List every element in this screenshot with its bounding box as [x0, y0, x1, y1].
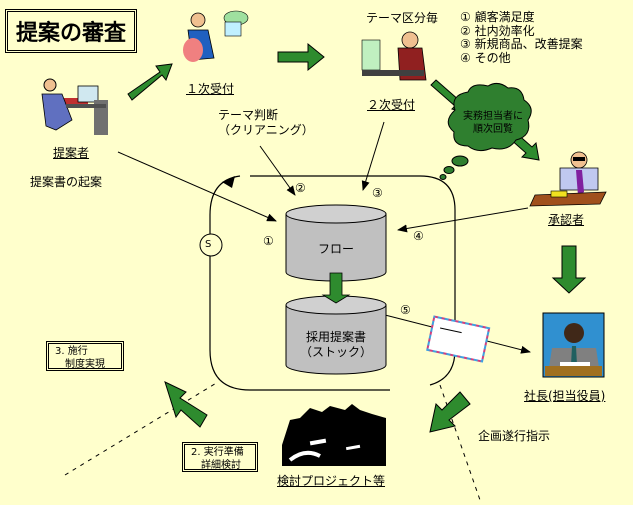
arrow-president-to-project — [429, 391, 471, 433]
theme-category-item: ③ 新規商品、改善提案 — [460, 37, 583, 51]
proposer-to-flow-line — [117, 151, 277, 222]
marker-2: ② — [295, 181, 306, 195]
cloud-text: 実務担当者に 順次回覧 — [450, 110, 536, 136]
stage3-box: 3. 施行 制度実現 — [46, 341, 124, 371]
reception2-figure — [361, 31, 427, 81]
reception2-label: ２次受付 — [367, 98, 416, 112]
stage2-line1: 2. 実行準備 — [191, 447, 244, 458]
project-label: 検討プロジェクト等 — [277, 474, 386, 488]
approver-label: 承認者 — [548, 213, 585, 227]
theme-judgement-label: テーマ判断 （クリアニング） — [218, 108, 314, 138]
arrow-project-to-stage3 — [164, 381, 208, 428]
dashed-line-left — [64, 381, 219, 476]
stage3-line1: 3. 施行 — [55, 346, 88, 357]
instruction-label: 企画遂行指示 — [478, 429, 551, 443]
thought-cloud — [439, 82, 532, 180]
theme-judgement-line2: （クリアニング） — [218, 123, 314, 137]
stage3-line2: 制度実現 — [65, 359, 105, 370]
flow-cylinder — [285, 204, 387, 282]
marker-5: ⑤ — [400, 303, 411, 317]
marker-4: ④ — [413, 229, 424, 243]
cycle-arrowhead — [222, 176, 235, 188]
judgement-to-flow-line — [259, 145, 296, 196]
cloud-text-line1: 実務担当者に — [463, 111, 523, 122]
stock-label-line1: 採用提案書 — [305, 330, 366, 344]
stock-label-line2: （ストック） — [299, 345, 372, 359]
theme-category-item: ① 顧客満足度 — [460, 10, 535, 24]
reception2-to-flow-line — [361, 121, 385, 191]
flow-to-stock-arrow — [321, 272, 351, 304]
stage2-box: 2. 実行準備 詳細検討 — [182, 442, 258, 472]
proposer-note: 提案書の起案 — [30, 175, 103, 189]
approver-figure — [529, 151, 607, 207]
marker-1: ① — [263, 234, 274, 248]
president-portrait — [542, 312, 605, 378]
reception1-figure — [183, 10, 249, 62]
cycle-loop — [209, 175, 456, 391]
reception2-note: テーマ区分毎 — [366, 11, 439, 25]
theme-category-list: ① 顧客満足度 ② 社内効率化 ③ 新規商品、改善提案 ④ その他 — [460, 10, 583, 65]
proposer-label: 提案者 — [53, 146, 90, 160]
arrow-proposer-to-reception1 — [127, 63, 173, 101]
theme-category-item: ② 社内効率化 — [460, 23, 535, 38]
page-title: 提案の審査 — [5, 9, 137, 53]
marker-3: ③ — [372, 186, 383, 200]
reception1-label: １次受付 — [186, 82, 235, 96]
approver-to-flow-line — [397, 207, 529, 233]
envelope-icon — [426, 315, 491, 363]
cloud-text-line2: 順次回覧 — [473, 124, 513, 135]
theme-judgement-line1: テーマ判断 — [218, 108, 279, 122]
theme-category-item: ④ その他 — [460, 50, 511, 65]
stock-label: 採用提案書 （ストック） — [286, 330, 386, 360]
s-marker: S — [205, 239, 212, 250]
president-label: 社長(担当役員) — [524, 389, 606, 403]
flow-label: フロー — [317, 242, 354, 256]
arrow-approver-to-president — [551, 245, 587, 294]
dashed-line-right — [439, 384, 481, 501]
arrow-reception1-to-reception2 — [277, 42, 325, 72]
s-circle — [199, 233, 223, 257]
stage2-line2: 詳細検討 — [201, 460, 241, 471]
project-meeting-figure — [280, 404, 388, 468]
proposer-figure — [41, 78, 108, 135]
